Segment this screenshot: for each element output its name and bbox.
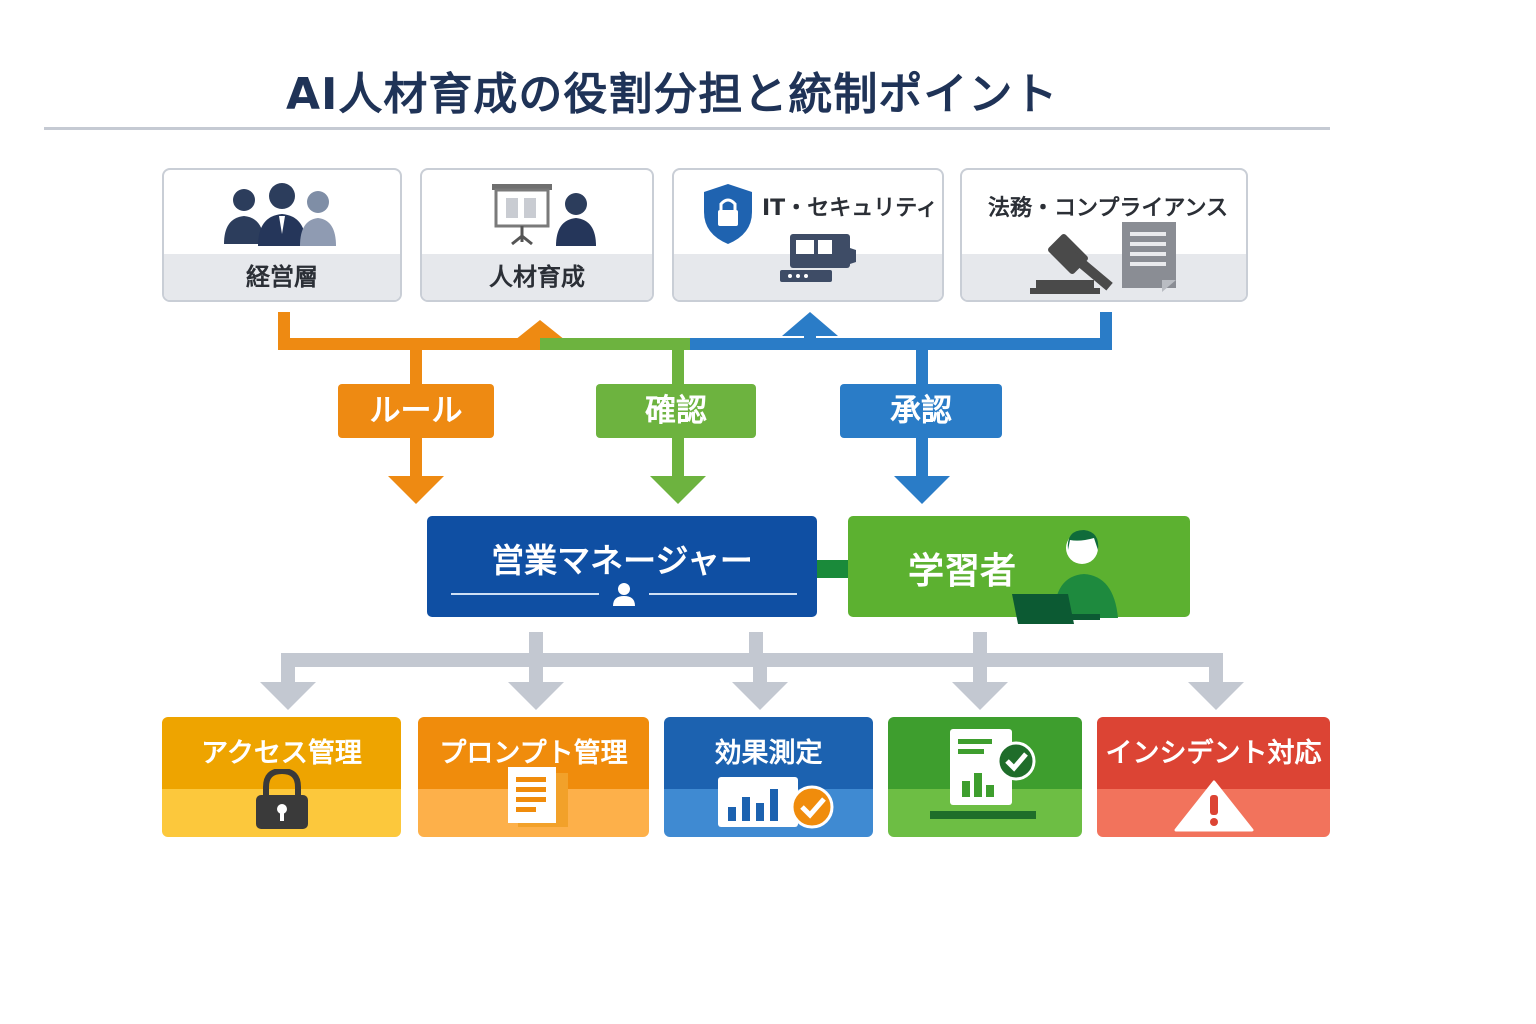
role-card-it-security[interactable]: IT・セキュリティ	[672, 168, 944, 302]
control-label: インシデント対応	[1105, 738, 1322, 769]
server-icon	[780, 234, 856, 282]
arrow-down-approve	[894, 476, 950, 504]
role-label: 人材育成	[489, 263, 585, 291]
prompt-document-icon	[508, 767, 568, 827]
flow-tag-confirm: 確認	[596, 384, 756, 438]
role-label: 経営層	[246, 263, 318, 291]
flow-tag-rule: ルール	[338, 384, 494, 438]
report-check-icon	[930, 729, 1036, 819]
title-divider	[44, 127, 1330, 130]
flow-tag-approve: 承認	[840, 384, 1002, 438]
learner-laptop-icon	[1012, 530, 1118, 624]
arrow-down-confirm	[650, 476, 706, 504]
gavel-document-icon	[1030, 222, 1176, 294]
sales-manager-box[interactable]: 営業マネージャー	[427, 516, 817, 617]
shield-lock-icon	[704, 184, 752, 244]
control-label: アクセス管理	[201, 738, 362, 769]
warning-icon	[1174, 780, 1254, 832]
role-card-training[interactable]: 人材育成	[420, 168, 654, 302]
control-report-check[interactable]	[888, 717, 1082, 837]
presenter-board-icon	[492, 184, 596, 246]
control-label: プロンプト管理	[439, 738, 628, 769]
person-icon	[451, 583, 797, 606]
padlock-icon	[256, 769, 308, 829]
role-card-legal[interactable]: 法務・コンプライアンス	[960, 168, 1248, 302]
role-label: 法務・コンプライアンス	[988, 196, 1229, 221]
role-label: IT・セキュリティ	[762, 196, 938, 221]
arrow-up-to-it	[782, 312, 838, 336]
executives-group-icon	[224, 183, 336, 246]
learner-label: 学習者	[908, 551, 1017, 592]
control-effect-measurement[interactable]: 効果測定	[664, 717, 873, 837]
arrow-down-rule	[388, 476, 444, 504]
sales-manager-label: 営業マネージャー	[491, 541, 753, 580]
role-card-executive[interactable]: 経営層	[162, 168, 402, 302]
control-access-management[interactable]: アクセス管理	[162, 717, 401, 837]
control-label: 効果測定	[714, 738, 823, 769]
control-prompt-management[interactable]: プロンプト管理	[418, 717, 649, 837]
chart-check-icon	[718, 777, 834, 829]
control-incident-response[interactable]: インシデント対応	[1097, 717, 1330, 837]
page-title: AI人材育成の役割分担と統制ポイント	[286, 69, 1059, 120]
learner-box[interactable]: 学習者	[848, 516, 1190, 624]
